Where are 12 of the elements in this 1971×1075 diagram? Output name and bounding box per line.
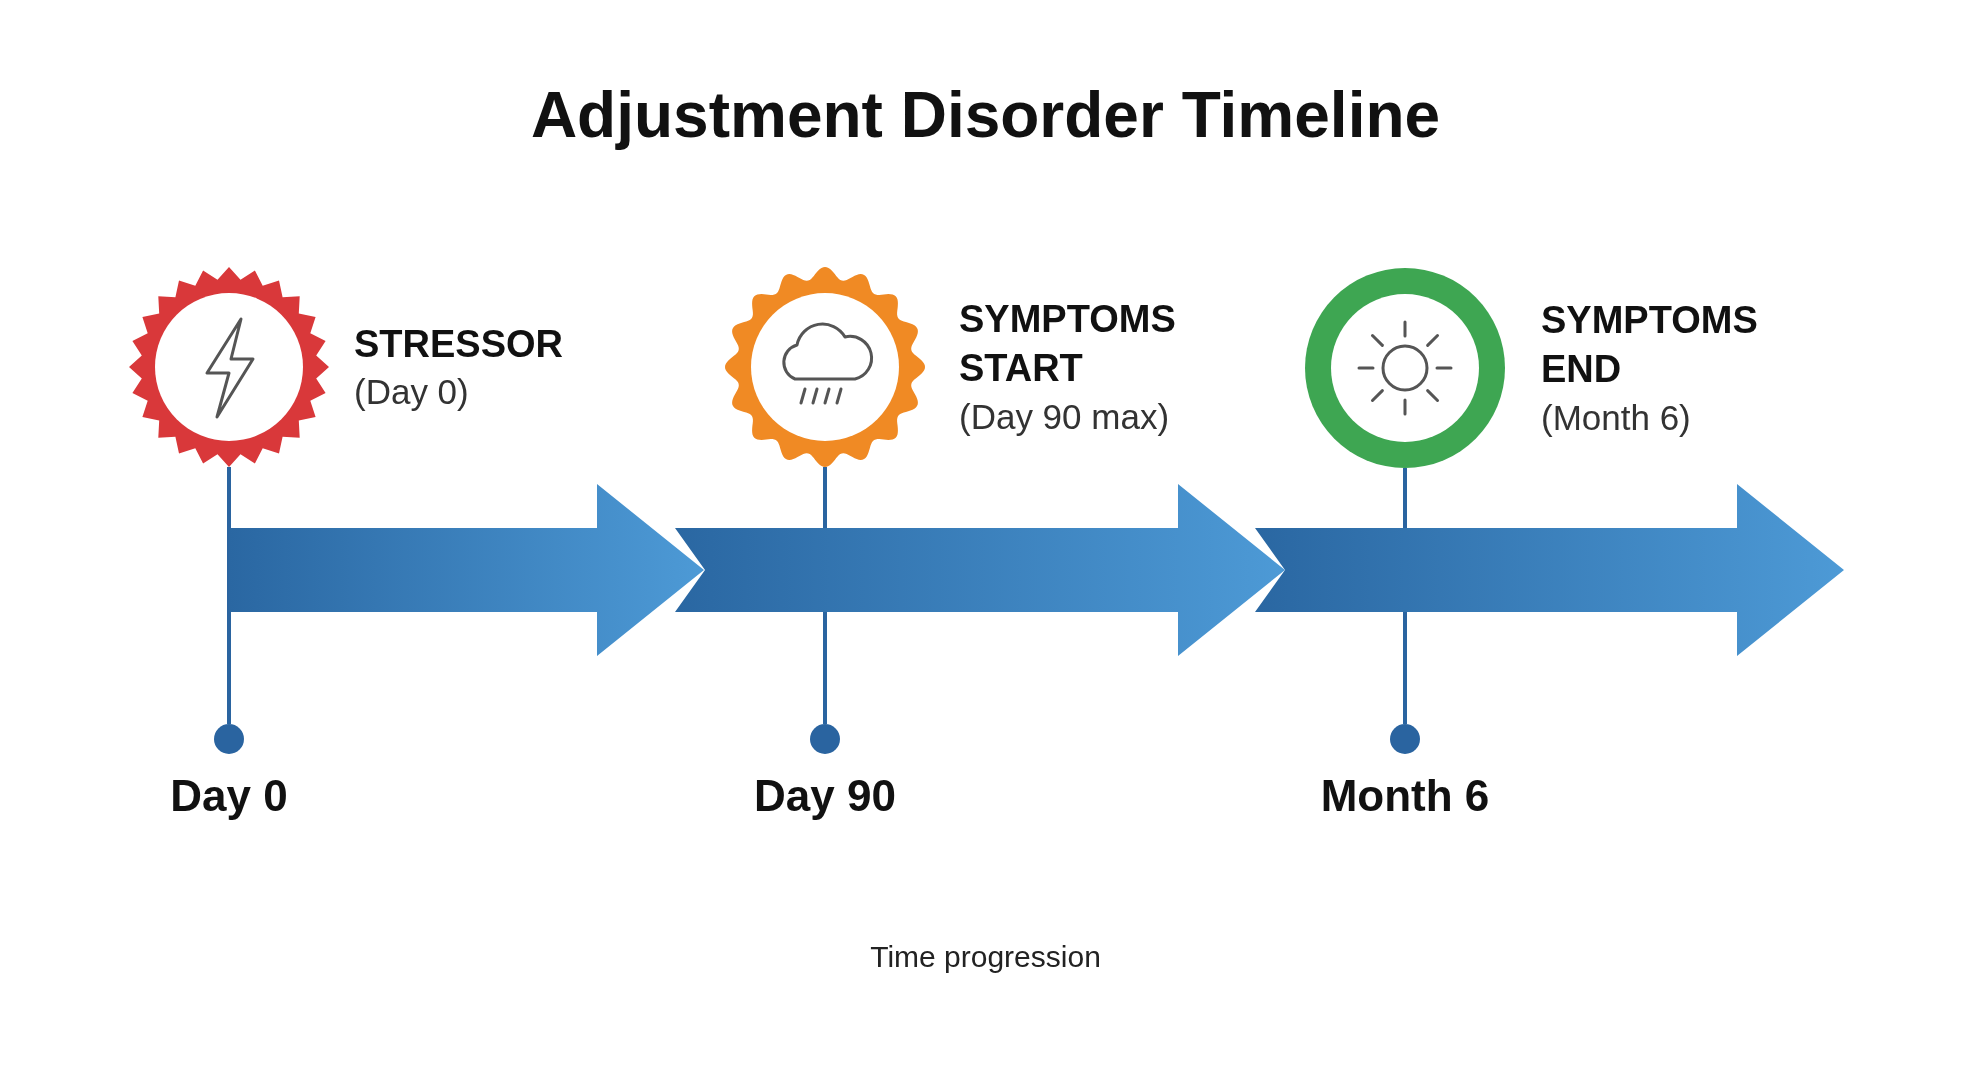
milestone-date: (Day 0) — [354, 370, 469, 413]
title: Adjustment Disorder Timeline — [529, 78, 1442, 152]
milestone-heading: SYMPTOMS END — [1541, 297, 1759, 393]
timeline-marker-label: Month 6 — [1320, 774, 1490, 818]
timeline-marker-label: Day 90 — [754, 774, 896, 818]
milestone-date: (Month 6) — [1541, 396, 1691, 439]
timeline-marker-label: Day 0 — [170, 774, 288, 818]
milestone-heading: SYMPTOMS START — [959, 296, 1177, 392]
milestone-heading: STRESSOR — [354, 321, 564, 367]
connector-line — [227, 467, 231, 724]
milestone-date: (Day 90 max) — [959, 395, 1170, 438]
axis-caption: Time progression — [869, 940, 1102, 974]
